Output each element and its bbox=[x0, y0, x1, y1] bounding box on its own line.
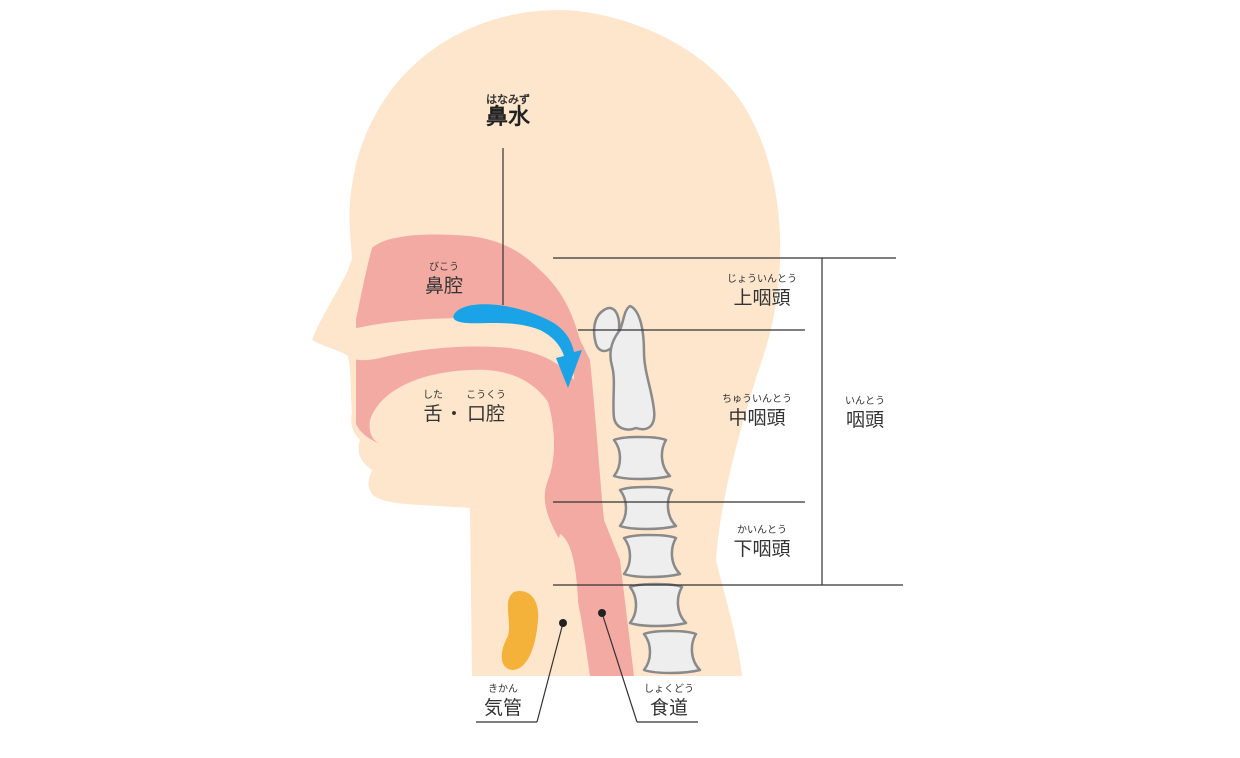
esophagus-label: しょくどう 食道 bbox=[630, 684, 708, 720]
vertebra-icon bbox=[622, 533, 682, 579]
thyroid bbox=[501, 591, 539, 670]
tongue-shape bbox=[392, 384, 551, 490]
vertebra-icon bbox=[609, 304, 656, 431]
cervical-spine bbox=[592, 304, 702, 675]
oral-cavity-label: こうくう 口腔 bbox=[458, 390, 514, 426]
nasal-cavity-text: 鼻腔 bbox=[424, 275, 463, 297]
palate bbox=[348, 318, 574, 380]
tongue-ruby: した bbox=[423, 390, 443, 401]
vertebra-icon bbox=[642, 629, 702, 675]
trachea-ruby: きかん bbox=[488, 684, 518, 695]
nasal-cavity-ruby: びこう bbox=[429, 262, 459, 273]
pharynx-label: いんとう 咽頭 bbox=[832, 396, 898, 432]
upper-pharynx-text: 上咽頭 bbox=[733, 287, 791, 309]
runny-nose-label: はなみず 鼻水 bbox=[468, 94, 548, 130]
esophagus-text: 食道 bbox=[649, 697, 688, 719]
lower-pharynx-label: かいんとう 下咽頭 bbox=[712, 525, 812, 561]
tongue-text: 舌 bbox=[423, 403, 443, 425]
middle-pharynx-ruby: ちゅういんとう bbox=[722, 394, 792, 405]
separator-label: ・ bbox=[443, 402, 465, 426]
trachea-tube bbox=[556, 534, 580, 676]
vertebra-icon bbox=[618, 485, 678, 531]
leader-lines bbox=[476, 148, 903, 723]
trachea-text: 気管 bbox=[483, 697, 522, 719]
oral-cavity-text: 口腔 bbox=[466, 403, 505, 425]
upper-pharynx-ruby: じょういんとう bbox=[727, 274, 797, 285]
upper-pharynx-label: じょういんとう 上咽頭 bbox=[712, 274, 812, 310]
runny-nose-text: 鼻水 bbox=[485, 105, 530, 130]
trachea-leader bbox=[536, 622, 564, 723]
trachea-dot bbox=[559, 619, 567, 627]
runny-nose-ruby: はなみず bbox=[486, 93, 530, 106]
nasal-cavity-label: びこう 鼻腔 bbox=[414, 262, 474, 298]
esophagus-leader bbox=[601, 612, 638, 723]
esophagus-dot bbox=[598, 609, 606, 617]
middle-pharynx-label: ちゅういんとう 中咽頭 bbox=[707, 394, 807, 430]
tongue-label: した 舌 bbox=[418, 390, 448, 426]
lower-pharynx-ruby: かいんとう bbox=[737, 525, 787, 536]
lower-pharynx-text: 下咽頭 bbox=[733, 538, 791, 560]
vertebra-icon bbox=[628, 582, 688, 628]
pharynx-text: 咽頭 bbox=[845, 409, 884, 431]
curved-arrow-icon bbox=[453, 304, 582, 388]
pharynx-ruby: いんとう bbox=[845, 396, 885, 407]
esophagus-ruby: しょくどう bbox=[644, 684, 694, 695]
trachea-label: きかん 気管 bbox=[472, 684, 534, 720]
separator-text: ・ bbox=[444, 403, 464, 425]
oral-cavity-ruby: こうくう bbox=[466, 390, 506, 401]
middle-pharynx-text: 中咽頭 bbox=[728, 407, 786, 429]
vertebra-icon bbox=[612, 435, 672, 481]
